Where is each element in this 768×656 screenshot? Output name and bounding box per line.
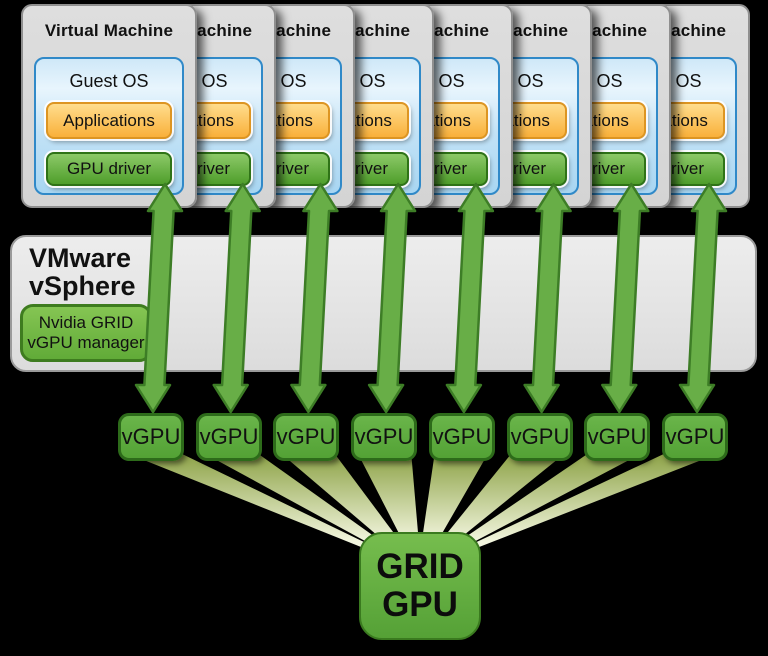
vgpu-label: vGPU — [354, 424, 414, 449]
gpu-driver-box: GPU driver — [46, 152, 172, 186]
vgpu-box: vGPU — [662, 413, 728, 461]
vgpu-label: vGPU — [121, 424, 181, 449]
guest-os-label: Guest OS — [69, 71, 149, 91]
grid-gpu-box: GRID GPU — [359, 532, 481, 640]
grid-gpu-label-line1: GRID — [376, 547, 464, 586]
vgpu-label: vGPU — [587, 424, 647, 449]
nvidia-grid-manager-line1: Nvidia GRID — [38, 313, 134, 332]
applications-box: Applications — [46, 102, 172, 139]
vgpu-box: vGPU — [273, 413, 339, 461]
vgpu-box: vGPU — [118, 413, 184, 461]
nvidia-grid-manager-line2: vGPU manager — [27, 333, 145, 352]
vgpu-box: vGPU — [507, 413, 573, 461]
vsphere-title: VMware vSphere — [29, 244, 136, 300]
light-beam — [459, 452, 722, 550]
vgpu-label: vGPU — [276, 424, 336, 449]
vgpu-box: vGPU — [196, 413, 262, 461]
guest-os-box: Guest OS Applications GPU driver — [34, 57, 184, 195]
vgpu-label: vGPU — [432, 424, 492, 449]
vsphere-title-line1: VMware — [29, 243, 132, 273]
light-beam — [201, 452, 394, 550]
gpu-driver-label: GPU driver — [66, 159, 152, 178]
applications-label: Applications — [63, 110, 155, 130]
vgpu-label: vGPU — [665, 424, 725, 449]
nvidia-grid-manager-box: Nvidia GRID vGPU manager — [20, 304, 152, 362]
vgpu-label: vGPU — [199, 424, 259, 449]
vsphere-box: VMware vSphere Nvidia GRID vGPU manager — [10, 235, 757, 372]
vgpu-box: vGPU — [351, 413, 417, 461]
light-beam — [124, 452, 381, 550]
vgpu-label: vGPU — [510, 424, 570, 449]
vm-title: Virtual Machine — [44, 21, 174, 40]
vgpu-box: vGPU — [584, 413, 650, 461]
vm-card: Virtual Machine Guest OS Applications GP… — [21, 4, 197, 208]
vsphere-title-line2: vSphere — [29, 271, 136, 301]
light-beam — [446, 452, 645, 550]
grid-gpu-label-line2: GPU — [382, 585, 458, 624]
vgpu-box: vGPU — [429, 413, 495, 461]
